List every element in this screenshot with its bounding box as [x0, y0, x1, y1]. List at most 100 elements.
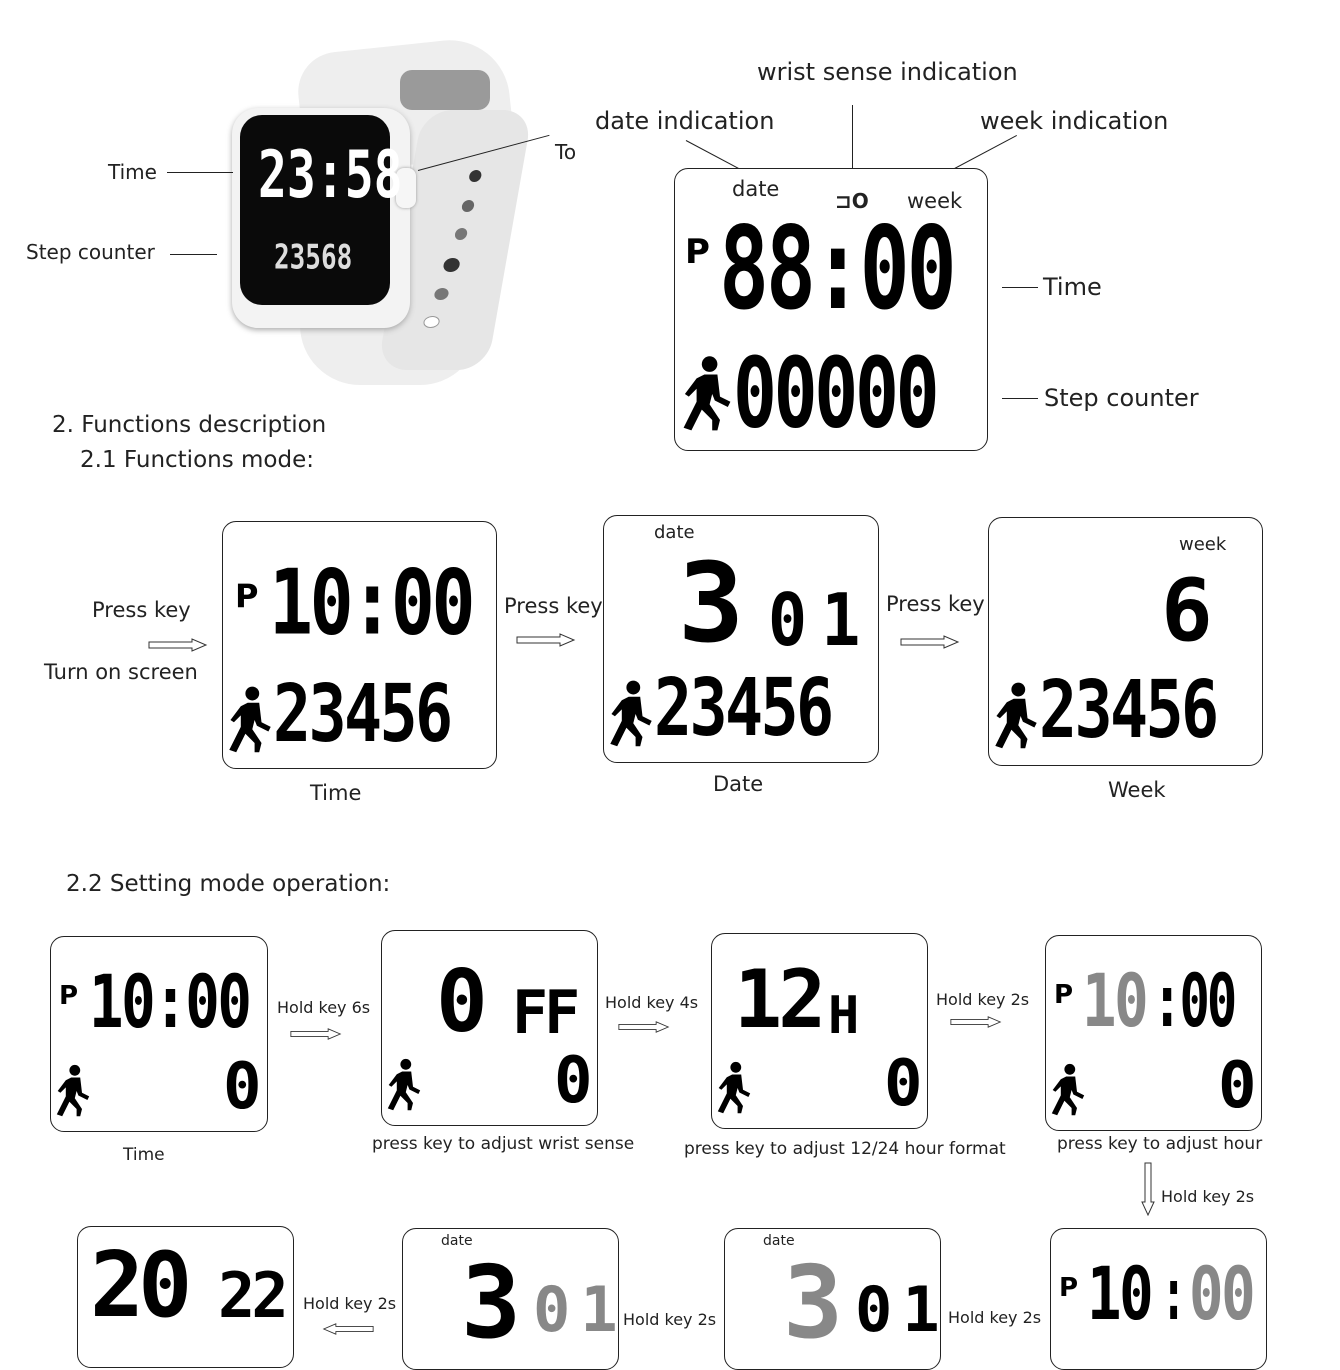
arrow-right-icon [148, 638, 208, 652]
label-diagram-step-counter: Step counter [1044, 384, 1199, 412]
leader-line [1002, 287, 1038, 288]
lcd-minute-blinking: 00 [1189, 1250, 1256, 1337]
lcd-colon: : [1161, 1250, 1187, 1337]
label-time: Time [108, 160, 157, 184]
lcd-wrist-state: FF [512, 978, 580, 1048]
hold-key-2s-label: Hold key 2s [1161, 1187, 1255, 1206]
lcd-time: 10:00 [89, 958, 252, 1045]
lcd-setting-time: P 10:00 0 [50, 936, 268, 1132]
walker-icon [681, 349, 733, 439]
press-key-label: Press key [886, 592, 985, 616]
walker-icon [993, 678, 1039, 754]
press-key-label: Press key [504, 594, 603, 618]
caption-hour-format: press key to adjust 12/24 hour format [684, 1139, 1006, 1159]
walker-icon [716, 1058, 752, 1118]
label-button: To [555, 140, 577, 164]
lcd-function-week: week 6 23456 [988, 517, 1263, 766]
lcd-setting-hour: P 10 :00 0 [1045, 935, 1262, 1131]
lcd-date-indicator: date [654, 522, 695, 543]
lcd-setting-wrist: 0 FF 0 [381, 930, 598, 1126]
lcd-pm-indicator: P [1059, 1273, 1079, 1303]
lcd-steps: 0 [554, 1044, 593, 1118]
arrow-right-icon [290, 1027, 342, 1041]
subsection-functions-mode: 2.1 Functions mode: [80, 447, 314, 473]
lcd-steps: 00000 [733, 336, 940, 450]
lcd-steps: 0 [884, 1047, 923, 1121]
label-step-counter: Step counter [26, 240, 155, 264]
lcd-hour-unit: H [828, 986, 860, 1046]
lcd-pm-indicator: P [685, 232, 710, 272]
walker-icon [55, 1061, 91, 1121]
lcd-steps: 23456 [654, 661, 834, 754]
lcd-diagram: date ⊐O week P 88:00 00000 [674, 168, 988, 451]
watch-time: 23:58 [258, 137, 403, 214]
strap-hole [433, 288, 450, 300]
lcd-week: 6 [1161, 561, 1213, 661]
lcd-steps: 0 [1218, 1049, 1257, 1123]
label-wrist-sense: wrist sense indication [757, 58, 1018, 86]
lcd-week-indicator: week [1179, 534, 1227, 555]
strap-hole [442, 258, 461, 272]
lcd-month: 3 [678, 539, 745, 667]
leader-line [170, 254, 217, 255]
lcd-year: 22 [218, 1259, 289, 1332]
lcd-steps: 23456 [273, 667, 453, 760]
section-title: 2. Functions description [52, 412, 327, 438]
arrow-right-icon [900, 635, 960, 649]
caption-adjust-hour: press key to adjust hour [1057, 1134, 1263, 1154]
hold-key-2s-label: Hold key 2s [936, 990, 1030, 1009]
walker-icon [386, 1055, 422, 1115]
hold-key-2s-label: Hold key 2s [623, 1310, 717, 1329]
hold-key-2s-label: Hold key 2s [948, 1308, 1042, 1327]
label-date-indication: date indication [595, 107, 775, 135]
lcd-pm-indicator: P [235, 577, 259, 615]
lcd-time: 10:00 [269, 550, 475, 656]
lcd-function-time: P 10:00 23456 [222, 521, 497, 769]
watch-steps: 23568 [274, 238, 353, 278]
hold-key-2s-label: Hold key 2s [303, 1294, 397, 1313]
strap-hole [422, 316, 441, 328]
turn-on-screen-label: Turn on screen [44, 660, 198, 684]
arrow-down-icon [1141, 1162, 1155, 1216]
lcd-year-century: 20 [90, 1233, 192, 1338]
arrow-right-icon [516, 633, 576, 647]
wrist-sense-icon: ⊐O [835, 189, 869, 213]
lcd-steps: 0 [223, 1050, 262, 1124]
arrow-right-icon [618, 1020, 670, 1034]
lcd-month-blinking: 3 [783, 1244, 844, 1361]
lcd-date-indicator: date [732, 177, 780, 201]
hold-key-4s-label: Hold key 4s [605, 993, 699, 1012]
strap-hole [460, 200, 476, 212]
lcd-pm-indicator: P [1054, 980, 1074, 1010]
lcd-hour: 10 [1087, 1250, 1154, 1337]
caption-setting-time: Time [123, 1145, 165, 1165]
caption-week: Week [1108, 778, 1166, 802]
strap-hole [454, 228, 469, 240]
caption-time: Time [310, 781, 362, 805]
arrow-left-icon [322, 1322, 374, 1336]
lcd-minute: :00 [1152, 957, 1237, 1044]
walker-icon [608, 676, 654, 752]
hold-key-6s-label: Hold key 6s [277, 998, 371, 1017]
lcd-date-indicator: date [763, 1233, 795, 1249]
lcd-week-indicator: week [907, 189, 963, 213]
lcd-date-indicator: date [441, 1233, 473, 1249]
label-week-indication: week indication [980, 107, 1169, 135]
lcd-steps: 23456 [1039, 663, 1219, 756]
lcd-pm-indicator: P [59, 981, 79, 1011]
press-key-label: Press key [92, 598, 191, 622]
arrow-right-icon [950, 1015, 1002, 1029]
leader-line [852, 105, 853, 183]
lcd-month: 3 [461, 1244, 522, 1361]
watch-button[interactable] [396, 168, 416, 208]
lcd-hour-format: 12 [734, 953, 826, 1046]
lcd-function-date: date 3 01 23456 [603, 515, 879, 763]
caption-date: Date [713, 772, 764, 796]
lcd-day-blinking: 01 [533, 1273, 619, 1346]
walker-icon [1050, 1060, 1086, 1120]
lcd-setting-day: date 3 01 [402, 1228, 619, 1370]
lcd-setting-year: 20 22 [77, 1226, 294, 1368]
caption-wrist-sense: press key to adjust wrist sense [372, 1134, 635, 1154]
lcd-setting-minute: P 10 : 00 [1050, 1228, 1267, 1370]
lcd-hour-blinking: 10 [1082, 957, 1149, 1044]
